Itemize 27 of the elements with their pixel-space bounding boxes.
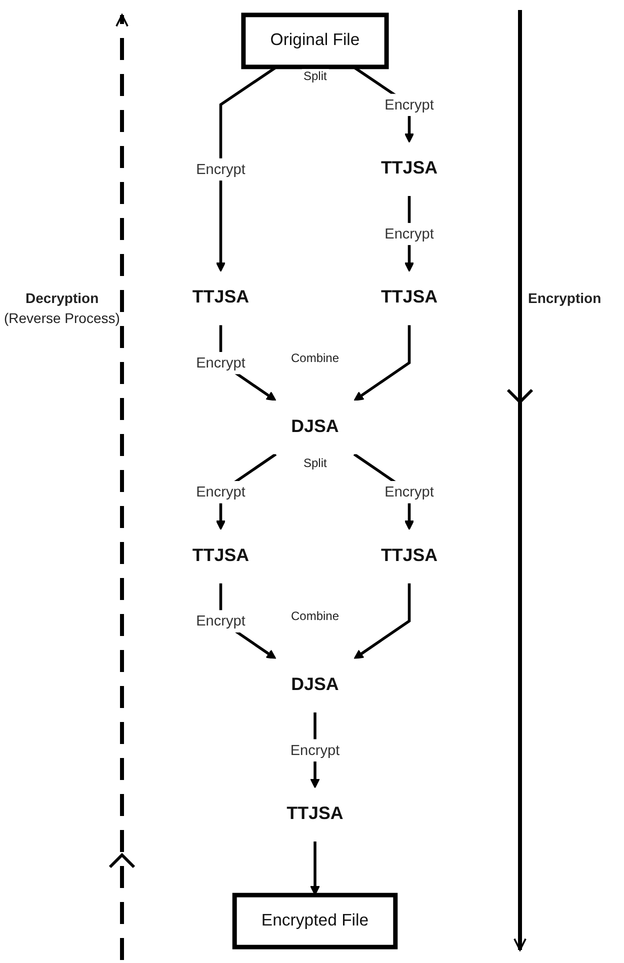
node-text: DJSA [291,675,339,694]
node-text: TTJSA [380,159,438,178]
edge-label: Encrypt [196,354,246,371]
node-text: TTJSA [192,546,250,566]
process-label: Decryption [26,290,99,306]
step-label: Combine [289,608,342,623]
step-label: Split [302,456,329,470]
process-note: (Reverse Process) [4,310,120,326]
arrow [354,583,411,660]
edge-label: Encrypt [196,160,246,178]
step-label: Split [302,68,329,83]
edge-label: Encrypt [384,225,434,242]
step-label: Combine [289,350,342,365]
node-text: TTJSA [192,288,250,308]
node-text: TTJSA [380,288,438,308]
arrow [354,325,411,401]
node-text: TTJSA [380,546,438,566]
node-text: DJSA [291,417,339,436]
edge-label: Encrypt [290,741,340,758]
node-box: Original File [241,12,389,70]
node-box: Encrypted File [232,892,398,950]
edge-label: Encrypt [196,612,246,630]
edge-label: Encrypt [384,96,434,113]
edge-label: Encrypt [384,483,434,500]
process-label: Encryption [528,290,602,306]
edge-label: Encrypt [196,483,246,500]
node-text: TTJSA [286,804,344,824]
